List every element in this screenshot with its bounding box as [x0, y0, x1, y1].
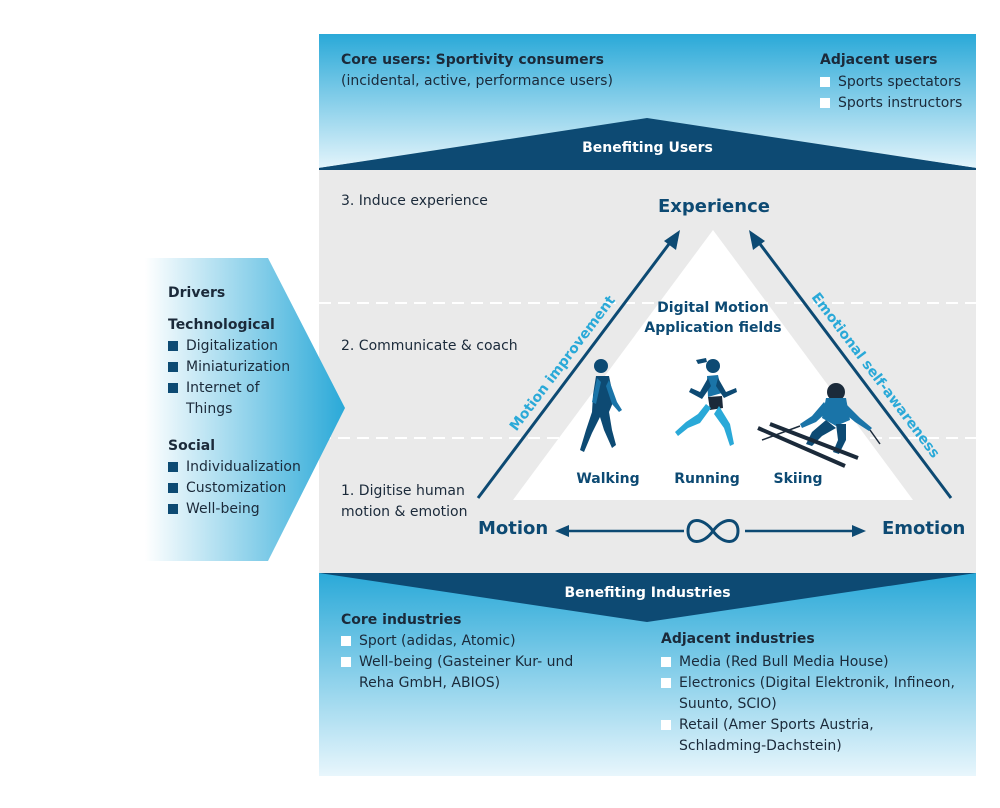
- list-item: Suunto, SCIO): [679, 696, 777, 712]
- list-item: Miniaturization: [168, 357, 290, 378]
- core-industries-list: Sport (adidas, Atomic) Well-being (Gaste…: [341, 631, 573, 694]
- level-2-label: 2. Communicate & coach: [341, 338, 518, 354]
- walking-label: Walking: [576, 471, 640, 487]
- list-item: Reha GmbH, ABIOS): [359, 675, 501, 691]
- emotional-self-awareness-arrow: [755, 239, 953, 499]
- benefiting-industries-banner: [319, 573, 976, 622]
- drivers-title: Drivers: [168, 285, 226, 301]
- list-item: Well-being: [168, 499, 301, 520]
- list-item: Digitalization: [168, 336, 290, 357]
- running-icon: [675, 358, 737, 446]
- level-1-label-line2: motion & emotion: [341, 504, 468, 520]
- adjacent-industries-title: Adjacent industries: [661, 631, 815, 647]
- adjacent-users-list: Sports spectators Sports instructors: [820, 72, 962, 114]
- core-users-subtitle: (incidental, active, performance users): [341, 73, 613, 89]
- core-industries-title: Core industries: [341, 612, 462, 628]
- list-item: Well-being (Gasteiner Kur- und: [341, 652, 573, 673]
- infinity-icon: [686, 519, 740, 543]
- list-item: Customization: [168, 478, 301, 499]
- list-item: Sports spectators: [820, 72, 962, 93]
- motion-label: Motion: [478, 518, 549, 539]
- level-1-label-line1: 1. Digitise human: [341, 483, 465, 499]
- list-item: Sport (adidas, Atomic): [341, 631, 573, 652]
- running-label: Running: [674, 471, 740, 487]
- application-fields-title-line2: Application fields: [644, 320, 782, 336]
- list-item: Things: [186, 401, 233, 417]
- list-item: Schladming-Dachstein): [679, 738, 842, 754]
- experience-label: Experience: [658, 196, 770, 217]
- motion-improvement-arrow: [476, 239, 674, 499]
- level-3-label: 3. Induce experience: [341, 193, 488, 209]
- skiing-icon: [757, 383, 881, 468]
- technological-list: Digitalization Miniaturization Internet …: [168, 336, 290, 420]
- list-item: Sports instructors: [820, 93, 962, 114]
- adjacent-users-title: Adjacent users: [820, 52, 938, 68]
- core-users-title: Core users: Sportivity consumers: [341, 52, 604, 68]
- list-item: Retail (Amer Sports Austria,: [661, 715, 955, 736]
- list-item: Electronics (Digital Elektronik, Infineo…: [661, 673, 955, 694]
- benefiting-users-label: Benefiting Users: [582, 140, 713, 156]
- list-item: Media (Red Bull Media House): [661, 652, 955, 673]
- technological-title: Technological: [168, 317, 275, 333]
- social-list: Individualization Customization Well-bei…: [168, 457, 301, 520]
- benefiting-industries-label: Benefiting Industries: [564, 585, 731, 601]
- social-title: Social: [168, 438, 216, 454]
- emotion-label: Emotion: [882, 518, 966, 539]
- drivers-panel: [145, 258, 345, 561]
- list-item: Internet of: [168, 378, 290, 399]
- application-fields-title-line1: Digital Motion: [657, 300, 769, 316]
- skiing-label: Skiing: [773, 471, 823, 487]
- walking-icon: [580, 359, 622, 452]
- list-item: Individualization: [168, 457, 301, 478]
- adjacent-industries-list: Media (Red Bull Media House) Electronics…: [661, 652, 955, 757]
